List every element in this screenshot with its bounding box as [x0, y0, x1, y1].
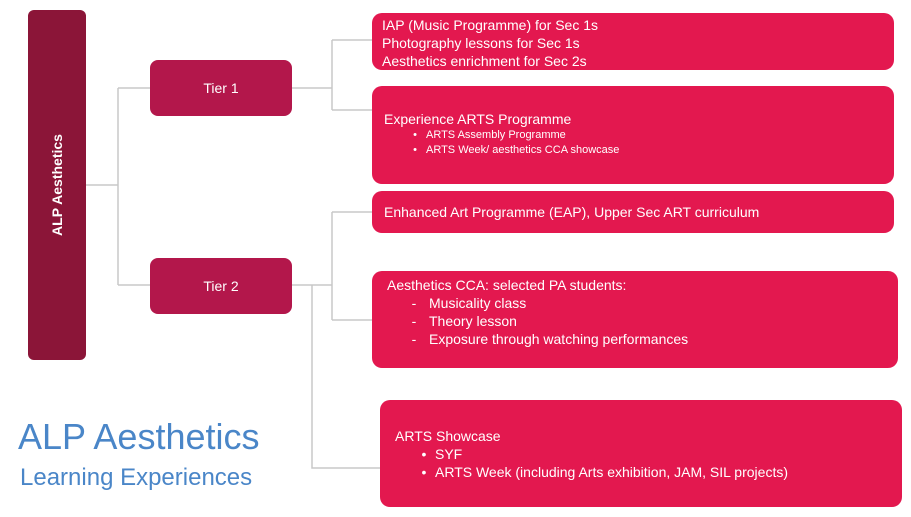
box-experience-arts: Experience ARTS Programme • ARTS Assembly… [372, 86, 894, 184]
box-aesthetics-cca: Aesthetics CCA: selected PA students: -M… [372, 271, 898, 368]
bullet-icon: • [421, 446, 427, 462]
box5-bullet-2-text: ARTS Week (including Arts exhibition, JA… [435, 464, 788, 480]
box5-bullet-2: • ARTS Week (including Arts exhibition, J… [395, 463, 887, 481]
box3-title: Enhanced Art Programme (EAP), Upper Sec … [384, 204, 760, 220]
connector-root-tiers [86, 87, 150, 286]
bullet-icon: • [413, 144, 417, 156]
box1-line-2: Photography lessons for Sec 1s [382, 35, 580, 51]
box2-title: Experience ARTS Programme [384, 111, 572, 127]
tier-2-node: Tier 2 [150, 258, 292, 314]
tier-2-label: Tier 2 [203, 278, 239, 294]
box-enhanced-art: Enhanced Art Programme (EAP), Upper Sec … [372, 191, 894, 233]
box1-line-3: Aesthetics enrichment for Sec 2s [382, 53, 587, 69]
box4-item-1-text: Musicality class [429, 295, 527, 311]
bullet-icon: • [421, 464, 427, 480]
box2-bullet-1: • ARTS Assembly Programme [384, 128, 882, 143]
box2-bullet-2: • ARTS Week/ aesthetics CCA showcase [384, 143, 882, 158]
dash-icon: - [411, 313, 417, 329]
box5-bullet-1-text: SYF [435, 446, 463, 462]
tier-1-node: Tier 1 [150, 60, 292, 116]
caption-subtitle: Learning Experiences [20, 464, 253, 491]
root-node: ALP Aesthetics [28, 10, 86, 360]
box1-line-1: IAP (Music Programme) for Sec 1s [382, 17, 599, 33]
bullet-icon: • [413, 129, 417, 141]
connector-tier2-upper [292, 211, 372, 321]
box4-item-1: -Musicality class [387, 294, 883, 312]
dash-icon: - [411, 295, 417, 311]
box5-title: ARTS Showcase [395, 428, 501, 444]
box4-item-2-text: Theory lesson [429, 313, 517, 329]
box4-item-3-text: Exposure through watching performances [429, 331, 689, 347]
box2-bullet-1-text: ARTS Assembly Programme [426, 129, 566, 141]
root-label: ALP Aesthetics [49, 134, 65, 236]
dash-icon: - [411, 331, 417, 347]
box-arts-showcase: ARTS Showcase • SYF • ARTS Week (including… [380, 400, 902, 507]
box-music-photography: IAP (Music Programme) for Sec 1s Photogr… [372, 13, 894, 70]
connector-tier2-lower [311, 285, 380, 469]
connector-tier1-boxes [292, 39, 372, 111]
box4-title: Aesthetics CCA: selected PA students: [387, 277, 627, 293]
tier-1-label: Tier 1 [203, 80, 239, 96]
box2-bullet-2-text: ARTS Week/ aesthetics CCA showcase [426, 144, 620, 156]
box4-item-2: -Theory lesson [387, 312, 883, 330]
box5-bullet-1: • SYF [395, 445, 887, 463]
caption-title: ALP Aesthetics [18, 416, 260, 457]
box4-item-3: -Exposure through watching performances [387, 330, 883, 348]
